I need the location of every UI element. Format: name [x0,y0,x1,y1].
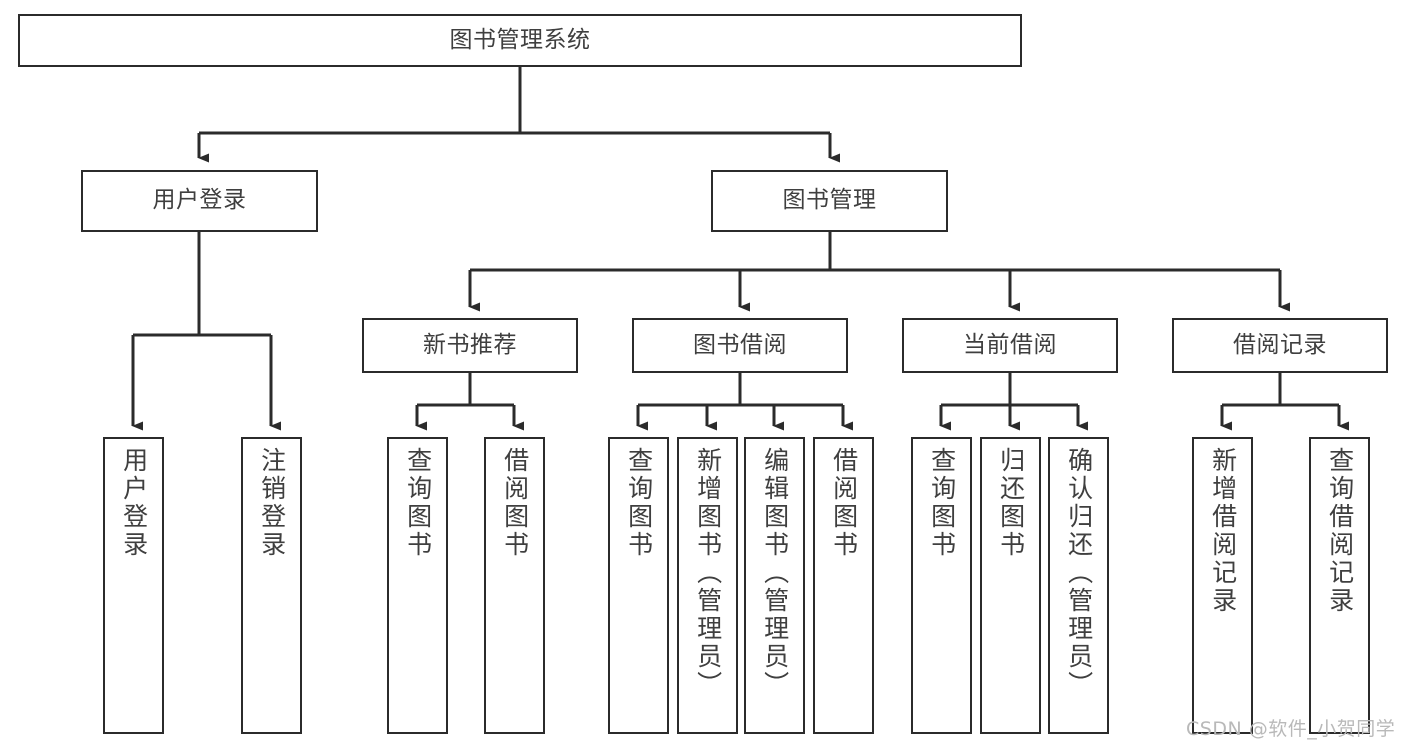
node-leaf-query-book-3-label: 查询图书 [927,447,957,559]
node-leaf-add-record[interactable]: 新增借阅记录 [1192,437,1253,734]
node-leaf-return-book-label: 归还图书 [996,447,1026,559]
node-borrow-record-label: 借阅记录 [1233,331,1327,358]
node-root[interactable]: 图书管理系统 [18,14,1022,67]
node-leaf-borrow-book-1[interactable]: 借阅图书 [484,437,545,734]
watermark: CSDN @软件_小贺同学 [1186,718,1396,740]
node-new-book-recommend-label: 新书推荐 [423,331,517,358]
node-leaf-query-book-2-label: 查询图书 [624,447,654,559]
node-current-borrow-label: 当前借阅 [963,331,1057,358]
node-leaf-add-book-label: 新增图书（管理员） [693,447,723,699]
node-leaf-user-login[interactable]: 用户登录 [103,437,164,734]
node-leaf-user-login-label: 用户登录 [119,447,149,559]
node-leaf-query-book-2[interactable]: 查询图书 [608,437,669,734]
node-leaf-confirm-return[interactable]: 确认归还（管理员） [1048,437,1109,734]
node-book-manage[interactable]: 图书管理 [711,170,948,232]
node-book-borrow[interactable]: 图书借阅 [632,318,848,373]
node-leaf-confirm-return-label: 确认归还（管理员） [1064,447,1094,699]
node-leaf-edit-book-label: 编辑图书（管理员） [760,447,790,699]
node-leaf-return-book[interactable]: 归还图书 [980,437,1041,734]
node-leaf-logout[interactable]: 注销登录 [241,437,302,734]
node-root-label: 图书管理系统 [449,26,591,53]
node-book-manage-label: 图书管理 [782,187,877,214]
node-book-borrow-label: 图书借阅 [693,331,787,358]
node-leaf-query-book-1[interactable]: 查询图书 [387,437,448,734]
node-leaf-query-record-label: 查询借阅记录 [1325,447,1355,615]
node-user-login[interactable]: 用户登录 [81,170,318,232]
node-borrow-record[interactable]: 借阅记录 [1172,318,1388,373]
node-leaf-logout-label: 注销登录 [257,447,287,559]
node-leaf-edit-book[interactable]: 编辑图书（管理员） [744,437,805,734]
node-leaf-borrow-book-2[interactable]: 借阅图书 [813,437,874,734]
node-new-book-recommend[interactable]: 新书推荐 [362,318,578,373]
node-leaf-borrow-book-1-label: 借阅图书 [500,447,530,559]
node-leaf-query-book-1-label: 查询图书 [403,447,433,559]
node-leaf-query-record[interactable]: 查询借阅记录 [1309,437,1370,734]
node-user-login-label: 用户登录 [152,187,247,214]
node-leaf-add-record-label: 新增借阅记录 [1208,447,1238,615]
node-leaf-query-book-3[interactable]: 查询图书 [911,437,972,734]
node-leaf-add-book[interactable]: 新增图书（管理员） [677,437,738,734]
node-current-borrow[interactable]: 当前借阅 [902,318,1118,373]
node-leaf-borrow-book-2-label: 借阅图书 [829,447,859,559]
